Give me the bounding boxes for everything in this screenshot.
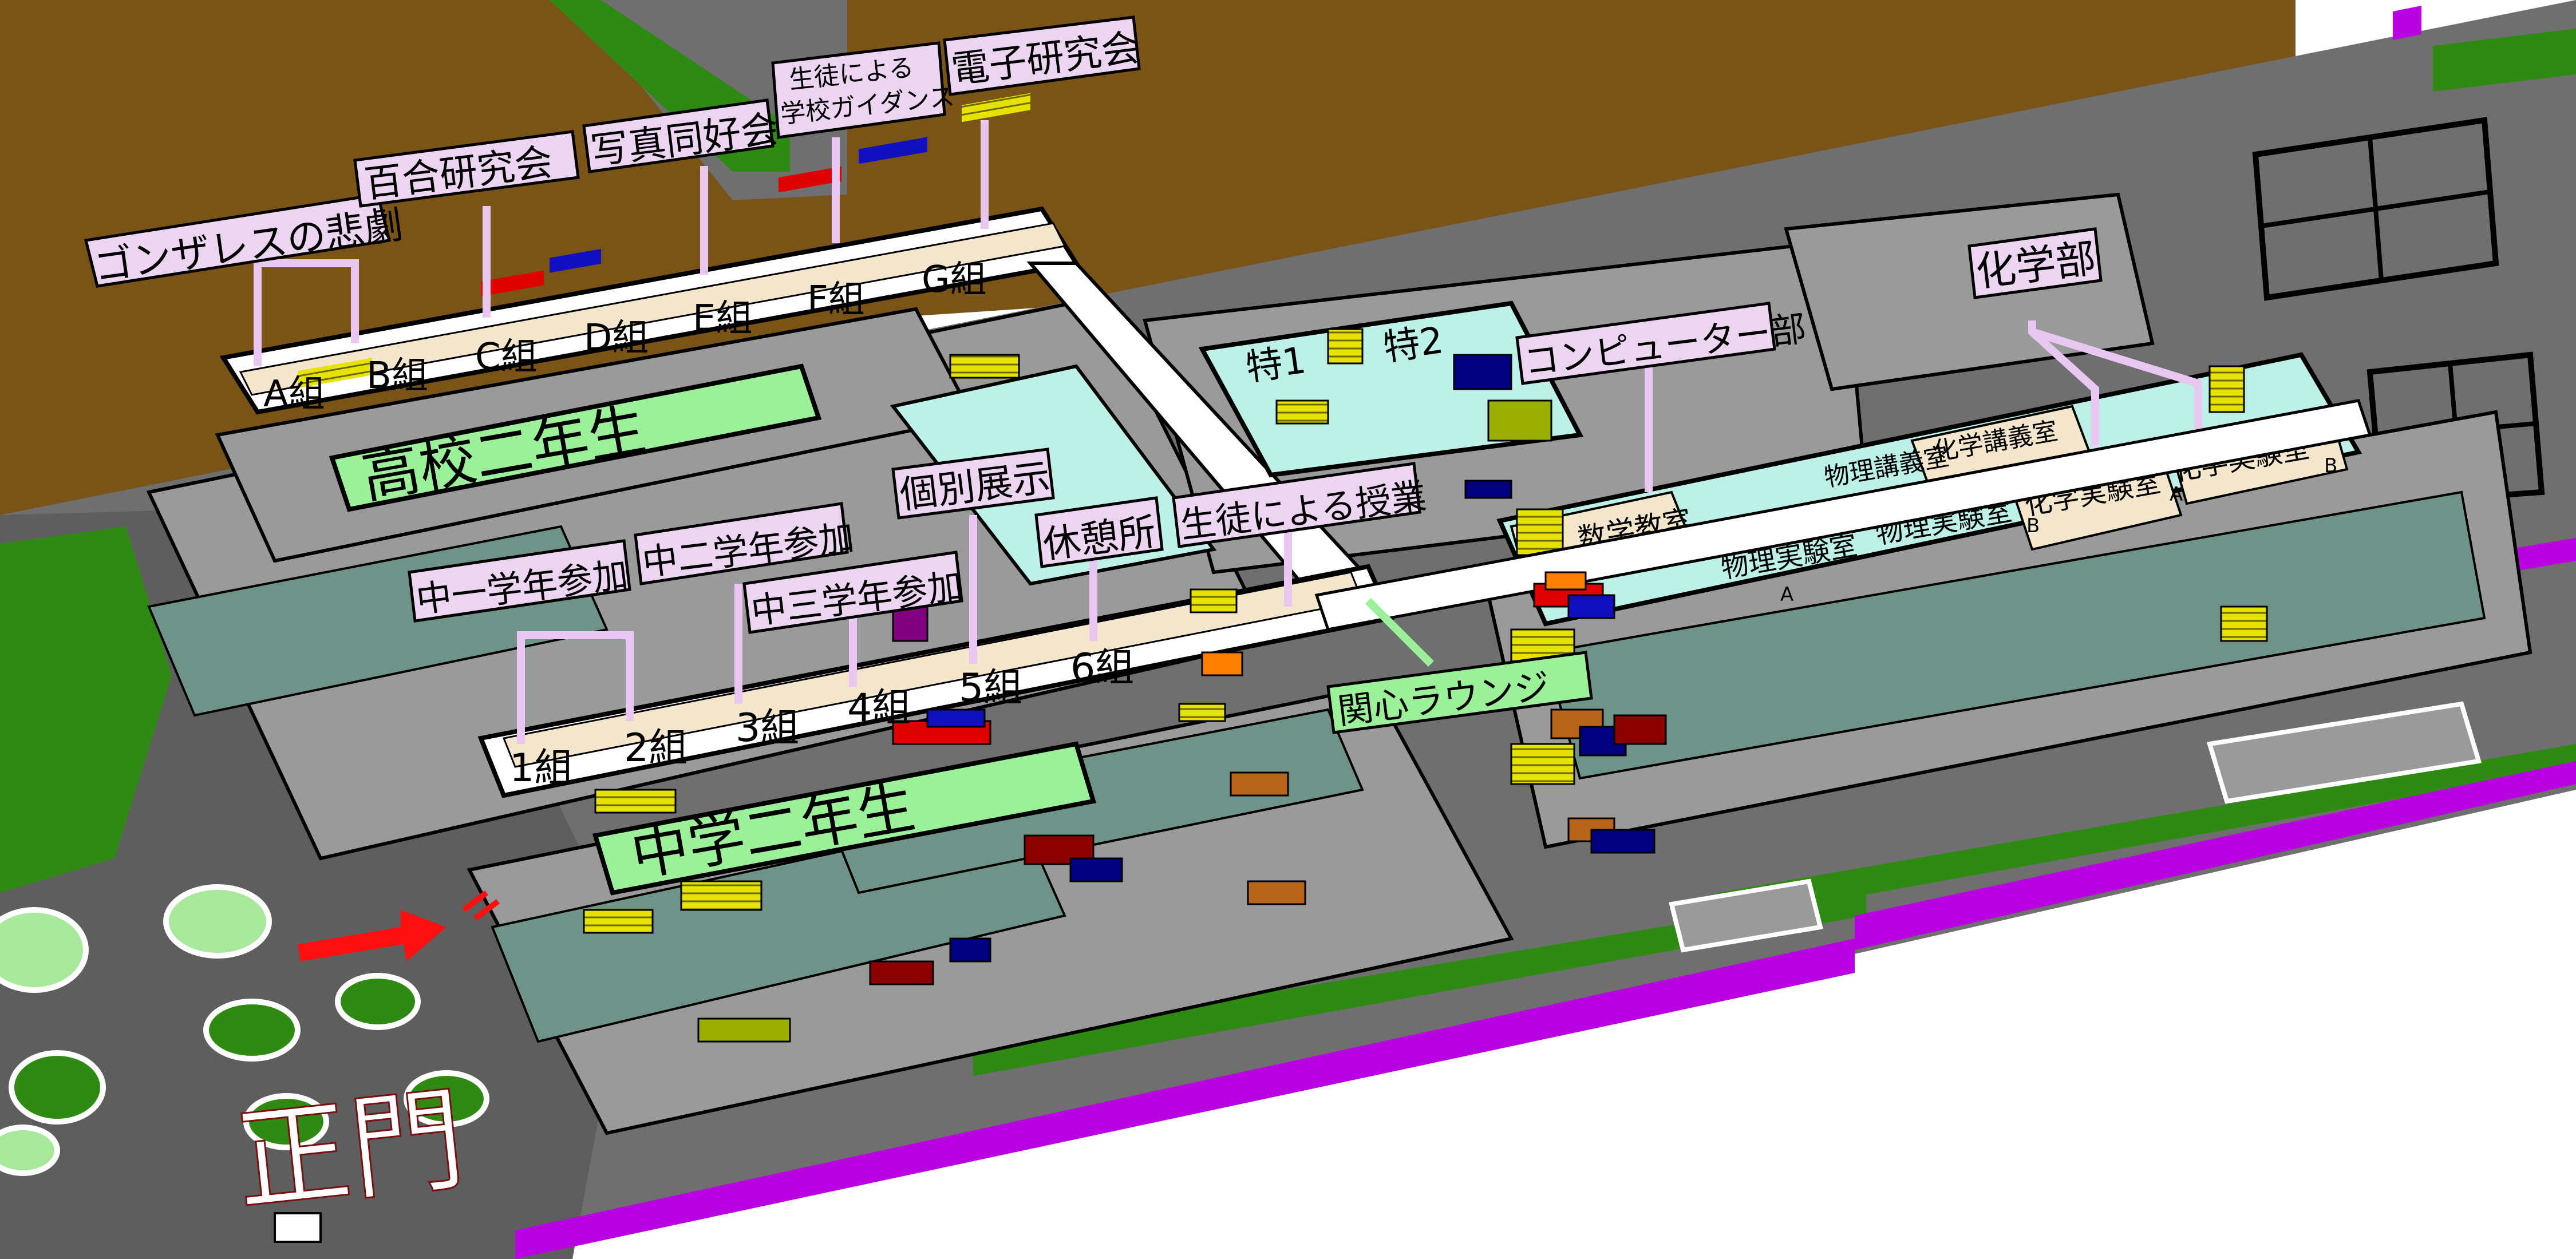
green-strip-south [973,893,1866,1076]
special-room-1-label: 特1 [1243,339,1309,390]
class-label-g: G組 [922,259,987,301]
class-label-b: B組 [366,355,428,397]
edge-purple-east [1855,761,2576,950]
room-physics-lab-a-tag: A [1780,583,1793,606]
main-gate-label: 正門 [230,1072,471,1229]
edge-purple-south [515,939,1855,1259]
science-stair-east [2208,365,2245,413]
science-stair [1516,508,1564,556]
gate-post [274,1212,322,1243]
special-room-2-label: 特2 [1381,319,1446,370]
high-classroom-strip [239,222,1066,396]
edge-purple-ne [2507,538,2576,572]
outbuilding-south [1669,878,1823,953]
special-room-details [1275,328,1552,442]
entrance-arrow-icon [298,910,447,961]
junior-class-label-2: 2組 [624,726,688,771]
edge-purple-n [2393,6,2421,40]
tennis-court-upper [2252,117,2499,301]
class-label-f: F組 [807,279,865,321]
junior-class-label-3: 3組 [736,706,799,751]
class-label-c: C組 [475,336,538,378]
callout-guidance: 生徒による 学校ガイダンス [771,41,956,243]
class-label-e: E組 [693,298,752,340]
trees [0,884,489,1176]
junior-class-label-1: 1組 [509,746,573,791]
junior-class-label-4: 4組 [847,686,911,731]
junior-color-bars [594,571,1615,814]
entrance-mark [462,890,500,921]
junior-class-labels: 1組 2組 3組 4組 5組 6組 [509,646,1134,791]
class-label-d: D組 [584,317,649,359]
high-class-labels: A組 B組 C組 D組 E組 F組 G組 [263,259,987,415]
high-color-bars [298,93,1030,389]
room-physics-lab-b-tag: B [2026,514,2040,537]
class-label-a: A組 [263,373,325,415]
special-rooms-block [1198,300,1584,478]
outbuilding-east [2206,701,2482,804]
sports-field-north [847,0,2296,320]
room-chem-lab-b-tag: B [2324,454,2337,477]
junior-class-label-5: 5組 [959,666,1022,711]
green-strip-ne [2433,29,2576,92]
green-area-west [0,526,172,893]
junior-class-label-6: 6組 [1070,646,1134,691]
room-chem-lab-a-tag: A [2170,483,2183,506]
colored-rooms [869,480,1667,985]
green-strip-east [1717,744,2576,921]
callout-rest: 休憩所 [1034,496,1164,641]
